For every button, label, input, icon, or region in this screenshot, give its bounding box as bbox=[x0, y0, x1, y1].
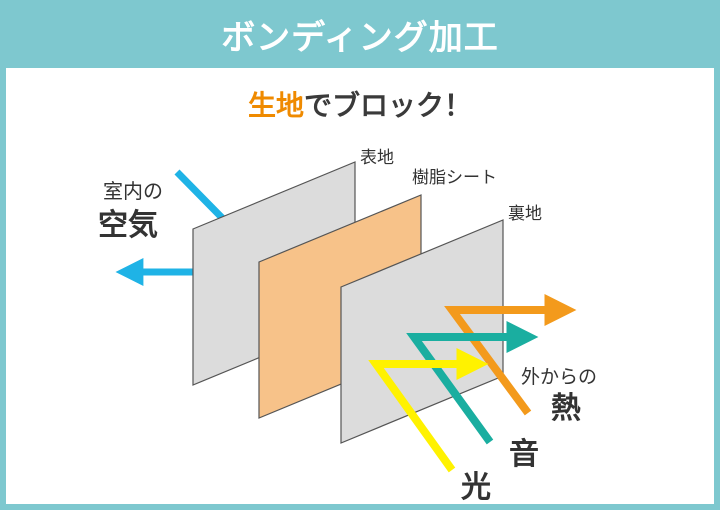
label-inner-fabric: 裏地 bbox=[508, 203, 542, 224]
heat-label-prefix: 外からの bbox=[521, 366, 597, 388]
indoor-air-label-line2: 空気 bbox=[98, 208, 158, 243]
indoor-air-label-line1: 室内の bbox=[103, 179, 163, 203]
sound-label: 音 bbox=[509, 437, 539, 472]
label-resin-sheet: 樹脂シート bbox=[412, 168, 497, 188]
subtitle-highlight: 生地 bbox=[247, 89, 304, 122]
label-outer-fabric: 表地 bbox=[360, 148, 394, 168]
sound-arrow bbox=[406, 321, 539, 445]
heat-arrow bbox=[444, 294, 577, 416]
subtitle: 生地でブロック！ bbox=[6, 84, 714, 124]
light-label: 光 bbox=[461, 470, 491, 505]
heat-label: 熱 bbox=[551, 391, 581, 426]
light-arrow bbox=[368, 348, 489, 473]
subtitle-rest: でブロック！ bbox=[304, 89, 473, 122]
page-title: ボンディング加工 bbox=[0, 0, 720, 68]
